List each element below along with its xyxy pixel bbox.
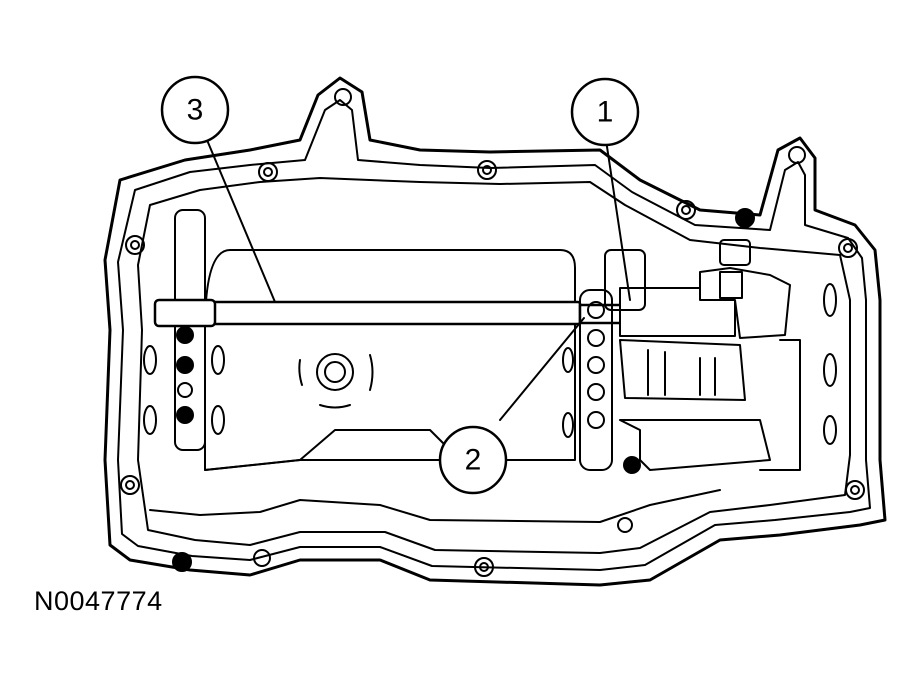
leader-line-1: [605, 139, 631, 301]
check-ball-column: [562, 289, 613, 471]
solenoid-assembly: [604, 239, 837, 471]
housing-inner-outline: [117, 99, 871, 571]
leader-line-2: [499, 317, 585, 421]
figure-id-label: N0047774: [34, 586, 163, 616]
bolt-holes: [120, 88, 865, 577]
gasket-groove: [137, 177, 851, 554]
callout-2: 2: [438, 425, 508, 495]
callout-3: 3: [160, 75, 230, 145]
callout-1: 1: [570, 77, 640, 147]
housing-outline: [103, 76, 887, 587]
left-passages: [143, 209, 225, 451]
callout-2-label: 2: [465, 444, 482, 477]
callout-3-label: 3: [187, 94, 204, 127]
bottom-flange: [149, 489, 721, 523]
shaft: [153, 298, 627, 328]
center-cavity: [204, 249, 576, 471]
callout-1-label: 1: [597, 96, 614, 129]
center-plug: [298, 353, 374, 409]
leader-line-3: [206, 139, 276, 303]
